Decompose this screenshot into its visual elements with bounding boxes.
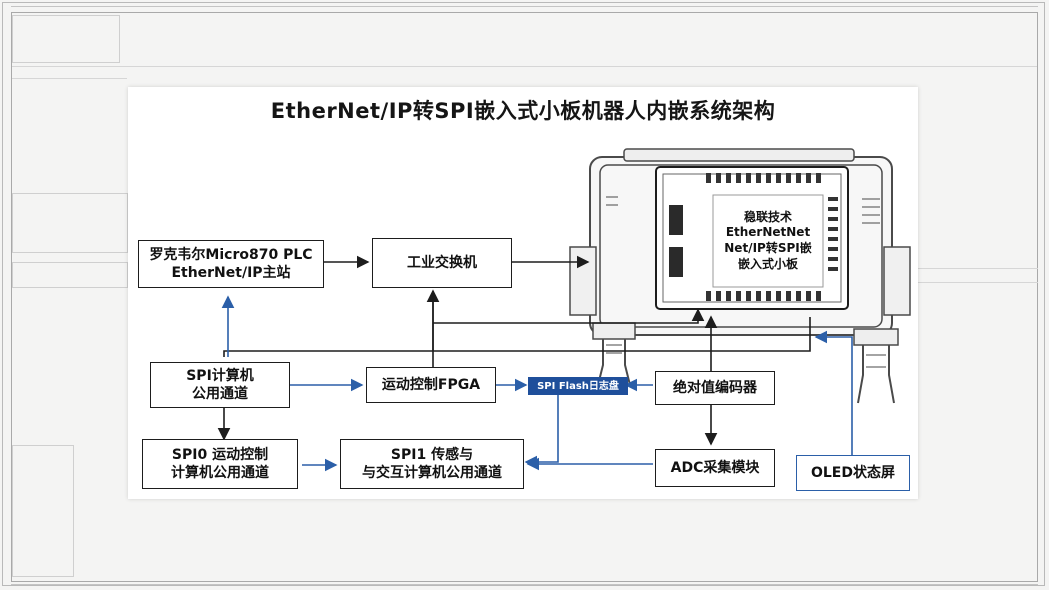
revision-table xyxy=(12,193,128,253)
sheet-line xyxy=(12,66,1037,67)
title-block-top xyxy=(12,15,120,63)
spi1-node: SPI1 传感与 与交互计算机公用通道 xyxy=(340,439,524,489)
spi0-node: SPI0 运动控制 计算机公用通道 xyxy=(142,439,298,489)
parts-table xyxy=(12,445,74,577)
sheet-line xyxy=(918,282,1038,283)
sheet-line xyxy=(918,268,1038,269)
revision-table-2 xyxy=(12,262,128,288)
top-ruler xyxy=(11,6,1038,7)
oled-node: OLED状态屏 xyxy=(796,455,910,491)
bottom-ruler xyxy=(11,584,1038,585)
flash-node: SPI Flash日志盘 xyxy=(528,377,628,395)
board-label: 稳联技术 EtherNetNet Net/IP转SPI嵌 嵌入式小板 xyxy=(724,209,812,271)
plc-node: 罗克韦尔Micro870 PLC EtherNet/IP主站 xyxy=(138,240,324,288)
switch-node: 工业交换机 xyxy=(372,238,512,288)
encoder-node: 绝对值编码器 xyxy=(655,371,775,405)
fpga-node: 运动控制FPGA xyxy=(366,367,496,403)
connection-lines xyxy=(217,148,911,472)
spi-calc-node: SPI计算机 公用通道 xyxy=(150,362,290,408)
sheet-line xyxy=(12,78,127,79)
sheet-inner-frame xyxy=(11,12,1038,582)
architecture-diagram: EtherNet/IP转SPI嵌入式小板机器人内嵌系统架构 xyxy=(128,87,918,499)
diagram-title: EtherNet/IP转SPI嵌入式小板机器人内嵌系统架构 xyxy=(270,99,776,123)
adc-node: ADC采集模块 xyxy=(655,449,775,487)
circuit-board xyxy=(655,166,849,310)
